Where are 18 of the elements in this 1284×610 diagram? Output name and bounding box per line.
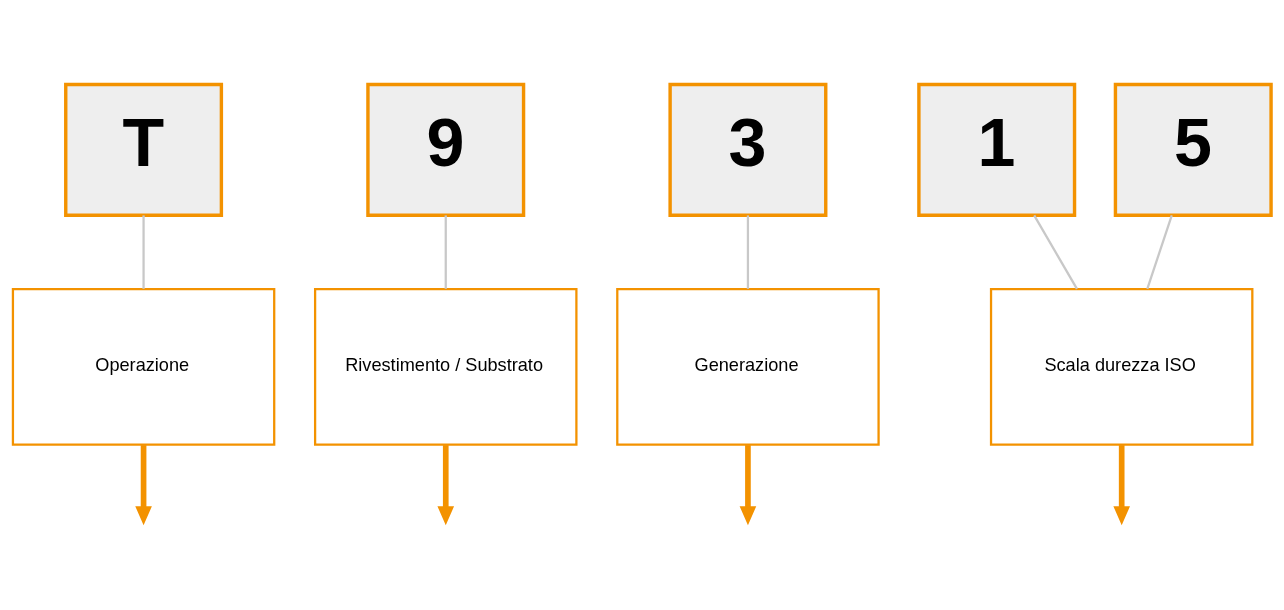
arrow — [739, 444, 757, 525]
connector — [746, 214, 750, 289]
node-box: 5 — [1113, 82, 1273, 217]
connector — [142, 214, 145, 289]
node-box: Scala durezza ISO — [989, 287, 1254, 446]
node-box: Operazione — [11, 287, 276, 446]
connector — [1033, 214, 1078, 289]
connector — [1146, 214, 1173, 289]
arrow — [135, 444, 152, 525]
node-box: 3 — [668, 82, 828, 217]
connector — [444, 214, 447, 289]
arrow — [437, 444, 455, 525]
node-box: 9 — [366, 82, 526, 217]
node-box: T — [64, 82, 224, 217]
arrow — [1113, 444, 1130, 525]
node-box: Generazione — [616, 287, 880, 446]
node-box: 1 — [917, 82, 1077, 217]
node-box: Rivestimento / Substrato — [313, 287, 578, 446]
